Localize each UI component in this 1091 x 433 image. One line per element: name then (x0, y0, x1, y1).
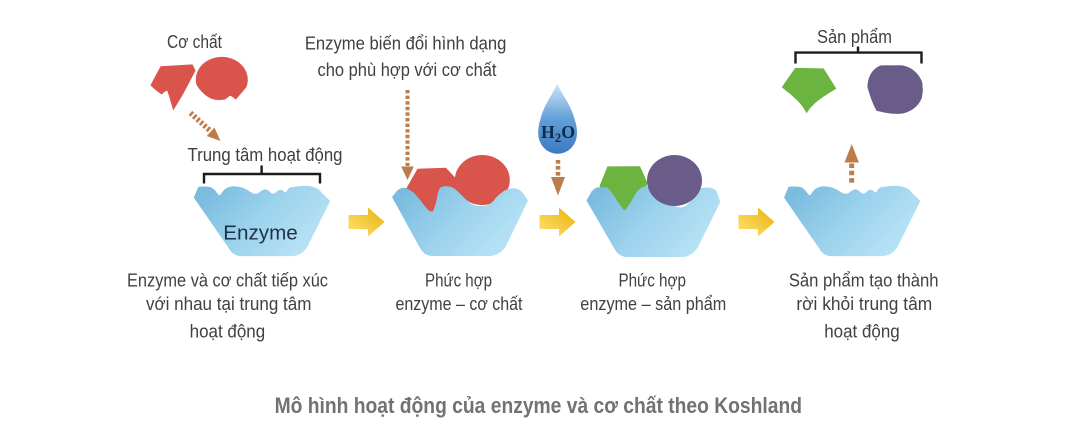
svg-text:rời khỏi trung tâm: rời khỏi trung tâm (796, 293, 932, 314)
svg-text:Phức hợp: Phức hợp (425, 270, 492, 291)
svg-text:cho phù hợp với cơ chất: cho phù hợp với cơ chất (318, 59, 497, 80)
svg-text:Enzyme biến đổi hình dạng: Enzyme biến đổi hình dạng (305, 32, 507, 53)
svg-text:Sản phẩm tạo thành: Sản phẩm tạo thành (789, 270, 939, 291)
svg-text:enzyme – sản phẩm: enzyme – sản phẩm (580, 293, 726, 314)
svg-text:Cơ chất: Cơ chất (167, 31, 222, 52)
svg-text:Enzyme và cơ chất tiếp xúc: Enzyme và cơ chất tiếp xúc (127, 270, 328, 291)
svg-text:enzyme – cơ chất: enzyme – cơ chất (396, 293, 523, 314)
svg-text:Sản phẩm: Sản phẩm (817, 26, 892, 47)
svg-text:hoạt động: hoạt động (190, 321, 266, 342)
svg-text:Phức hợp: Phức hợp (618, 270, 686, 291)
svg-text:với nhau tại trung tâm: với nhau tại trung tâm (146, 293, 312, 314)
svg-text:Trung tâm hoạt động: Trung tâm hoạt động (188, 144, 343, 165)
svg-text:Enzyme: Enzyme (223, 223, 298, 245)
svg-text:H2O: H2O (541, 122, 575, 145)
svg-text:hoạt động: hoạt động (824, 321, 900, 342)
svg-text:Mô hình hoạt động của enzyme v: Mô hình hoạt động của enzyme và cơ chất … (275, 393, 802, 418)
